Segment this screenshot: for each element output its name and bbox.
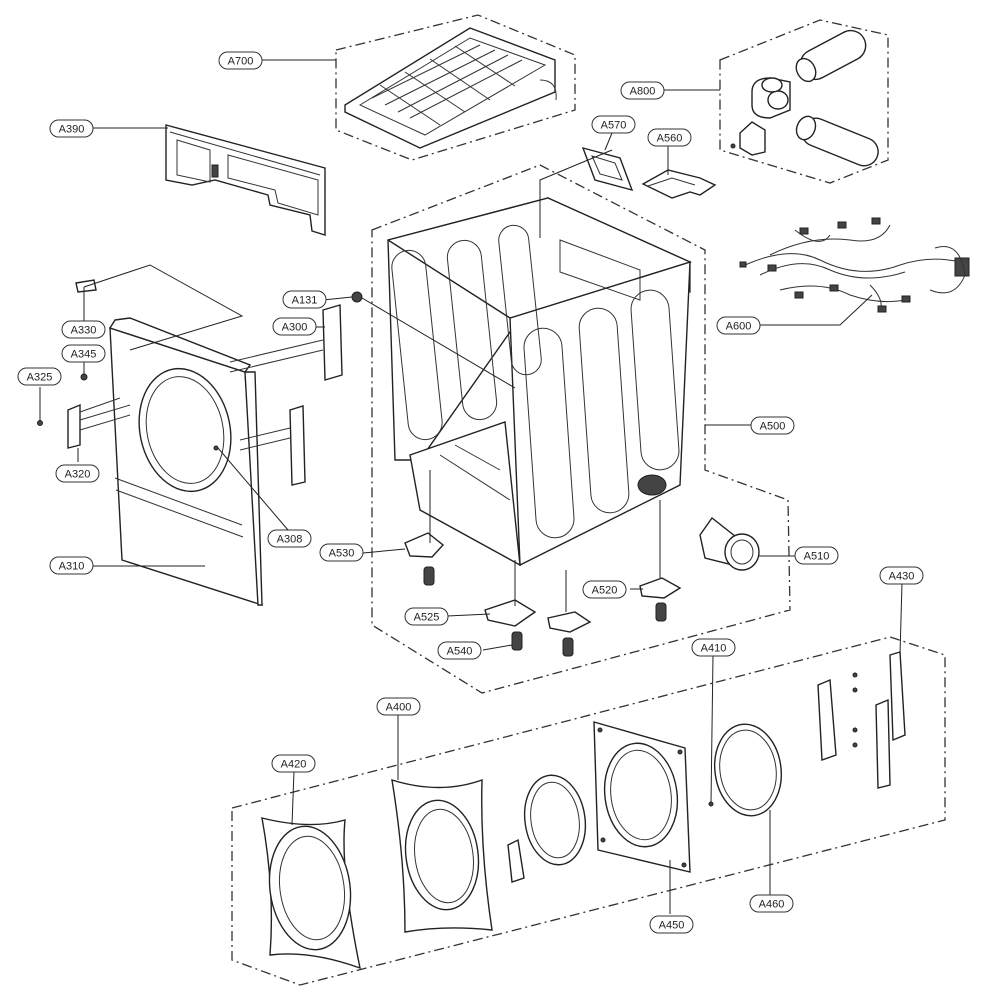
svg-text:A345: A345 [71,349,97,361]
rear-panel-part [165,124,326,236]
door-frame-400 [391,778,493,933]
svg-text:A540: A540 [447,646,473,658]
leg-bracket-525 [484,599,537,651]
svg-text:A560: A560 [657,133,683,145]
svg-text:A600: A600 [726,321,752,333]
svg-text:A420: A420 [281,759,307,771]
callout-a131: A131 [282,290,327,309]
callout-a400: A400 [376,697,421,716]
callout-a540: A540 [437,641,482,660]
group-boundary-duct-kit [719,19,889,184]
svg-text:A800: A800 [630,86,656,98]
callout-a330: A330 [61,320,106,339]
callout-a530: A530 [319,543,364,562]
svg-text:A300: A300 [282,322,308,334]
bolt-part [351,291,363,303]
callout-a325: A325 [17,367,62,386]
door-latch-part [507,838,525,883]
callout-a525: A525 [404,607,449,626]
callout-a450: A450 [649,915,694,934]
svg-text:A400: A400 [386,702,412,714]
callout-a420: A420 [271,754,316,773]
screw-325 [37,420,43,426]
callout-a460: A460 [749,894,794,913]
callout-a300: A300 [272,317,317,336]
callout-a320: A320 [55,464,100,483]
callout-a390: A390 [49,119,94,138]
group-boundary-door [231,636,946,986]
svg-text:A520: A520 [592,585,618,597]
callout-a600: A600 [716,316,761,335]
callout-a308: A308 [267,529,312,548]
svg-text:A700: A700 [228,56,254,68]
svg-text:A510: A510 [804,551,830,563]
side-rail-308 [239,405,306,486]
cabinet-part [387,197,692,567]
leg-bracket-520 [639,577,682,622]
callout-a500: A500 [750,416,795,435]
svg-text:A390: A390 [59,124,85,136]
svg-text:A410: A410 [701,643,727,655]
leg-bracket-center [547,611,592,657]
front-panel-part [108,317,263,606]
exhaust-duct-part [699,516,760,571]
plate-part [581,146,634,192]
sensor-bracket-part [641,169,717,199]
duct-kit-part [730,29,879,167]
svg-text:A570: A570 [601,120,627,132]
door-inner-450 [593,721,691,873]
svg-text:A308: A308 [277,534,303,546]
svg-text:A320: A320 [65,469,91,481]
callout-a410: A410 [691,638,736,657]
svg-text:A460: A460 [759,899,785,911]
hinge-bracket-part [67,397,131,449]
leader-lines [39,59,903,914]
svg-text:A530: A530 [329,548,355,560]
svg-text:A325: A325 [27,372,53,384]
top-tray-part [344,27,557,149]
svg-text:A430: A430 [889,571,915,583]
callout-a345: A345 [61,344,106,363]
wire-harness-part [739,217,970,313]
group-boundary-top-panel [335,14,576,161]
callout-a510: A510 [794,546,839,565]
hinge-430 [817,651,906,789]
svg-text:A330: A330 [71,325,97,337]
door-outer-420 [261,817,361,970]
callout-a310: A310 [49,556,94,575]
door-glass-ring [523,774,587,866]
callout-a560: A560 [647,128,692,147]
callout-a700: A700 [218,51,263,70]
callout-a570: A570 [591,115,636,134]
callout-a430: A430 [879,566,924,585]
leg-bracket-530 [404,532,445,586]
callout-a800: A800 [620,81,665,100]
group-boundary-cabinet [371,164,791,694]
door-gasket-460 [713,723,783,817]
svg-text:A131: A131 [292,295,318,307]
side-rail-300 [229,304,343,381]
svg-text:A500: A500 [760,421,786,433]
svg-text:A310: A310 [59,561,85,573]
svg-text:A525: A525 [414,612,440,624]
callout-a520: A520 [582,580,627,599]
svg-text:A450: A450 [659,920,685,932]
